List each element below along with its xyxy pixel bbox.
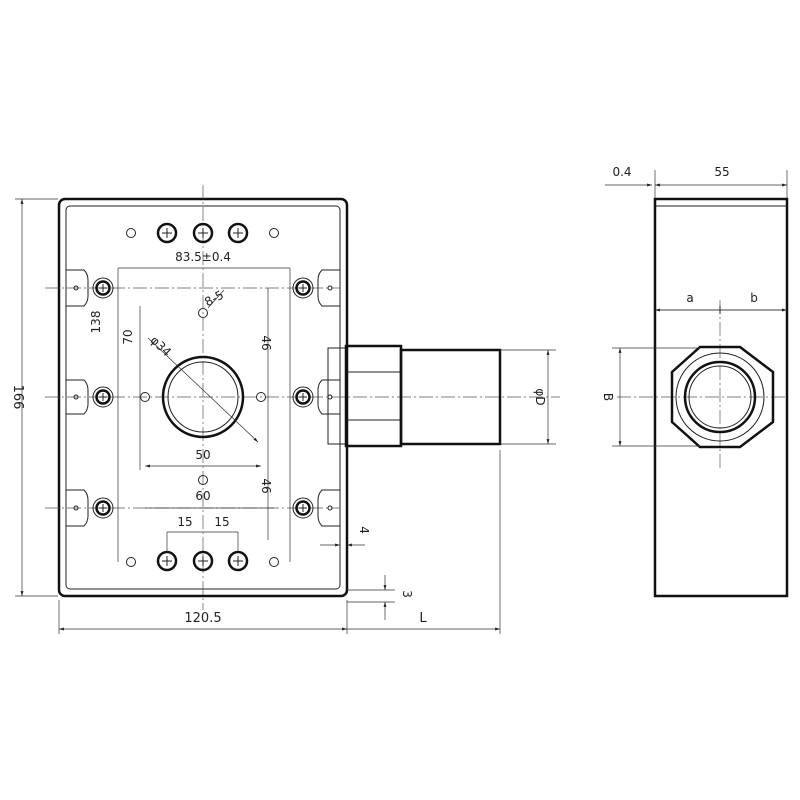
external-dimension-lines (15, 198, 501, 634)
dim-hole-count-label: 8-5 (202, 288, 226, 310)
mounting-screws (92, 277, 314, 519)
dim-4-label: 4 (357, 526, 371, 534)
side-dimension-lines (605, 170, 788, 447)
dim-b-label: b (750, 291, 758, 305)
dim-width-label: 120.5 (184, 611, 221, 626)
dim-3-label: 3 (400, 590, 414, 598)
dim-lower-46-label: 46 (259, 478, 273, 493)
front-view: 166 138 70 83.5±0.4 8-5 φ34 46 46 50 60 … (10, 185, 560, 634)
dim-upper-46-label: 46 (259, 335, 273, 350)
dim-50-label: 50 (195, 448, 210, 462)
dim-15-right-label: 15 (214, 515, 229, 529)
dim-a-label: a (686, 291, 693, 305)
mounting-ears (66, 269, 340, 527)
dim-B-label: B (601, 393, 615, 401)
dim-15-left-label: 15 (177, 515, 192, 529)
dim-knockout-label: φ34 (148, 333, 174, 359)
dim-55-label: 55 (714, 165, 729, 179)
cover-screws (156, 222, 249, 572)
dim-overall-height-label: 166 (10, 385, 25, 410)
conduit-fitting (327, 344, 556, 448)
knockout-hole (161, 355, 245, 439)
dim-L-label: L (419, 611, 427, 626)
hex-fitting (670, 345, 775, 449)
side-view: 0.4 55 a b B (601, 165, 789, 598)
dim-04-label: 0.4 (612, 165, 631, 179)
dim-height-138-label: 138 (89, 311, 103, 334)
side-box-outline (653, 197, 789, 598)
dim-height-70-label: 70 (121, 329, 135, 344)
dim-60-label: 60 (195, 489, 210, 503)
dim-screw-pitch-label: 83.5±0.4 (175, 250, 231, 264)
small-holes (126, 228, 279, 567)
dim-phi-D-label: φD (533, 388, 547, 405)
internal-dimension-lines (117, 267, 291, 562)
